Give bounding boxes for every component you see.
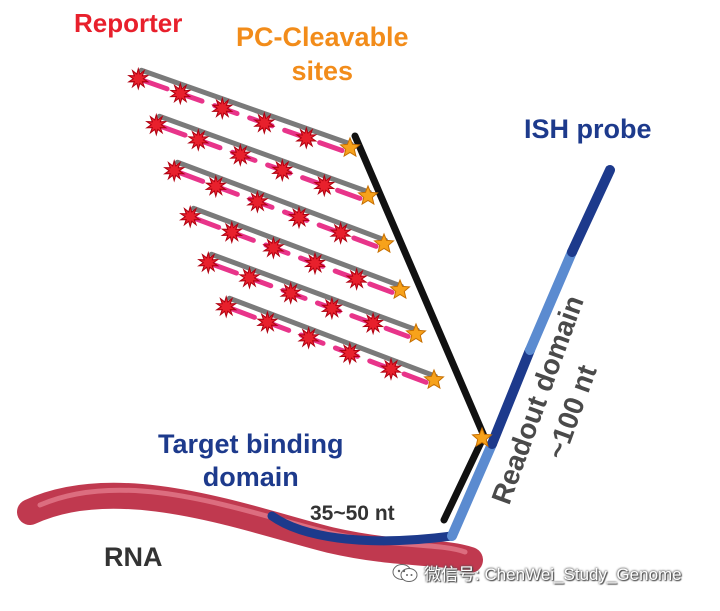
reporter-segment [160, 124, 188, 138]
reporter-star-icon [187, 128, 210, 152]
linker-strand [190, 205, 404, 289]
reporter-segment [351, 235, 379, 249]
reporter-label: Reporter [74, 8, 183, 38]
reporter-segment [317, 140, 345, 153]
length-35-50-label: 35~50 nt [310, 502, 395, 525]
reporter-star-icon [238, 266, 261, 290]
target-binding-label: Target binding domain [158, 428, 343, 494]
reporter-star-icon [271, 158, 294, 183]
reporter-star-icon [169, 81, 192, 106]
pc-cleavable-label: PC-Cleavable sites [236, 20, 409, 88]
reporter-star-icon [197, 250, 220, 275]
linker-strand [156, 113, 372, 195]
reporter-star-icon [215, 294, 238, 319]
reporter-star-icon [338, 341, 361, 366]
reporter-star-icon [127, 66, 150, 91]
rna-label: RNA [104, 542, 163, 572]
watermark: 微信号: ChenWei_Study_Genome [392, 560, 682, 585]
reporter-segment [229, 306, 257, 320]
reporter-arms [127, 66, 445, 390]
readout-domain [447, 165, 615, 541]
reporter-star-icon [303, 251, 327, 276]
reporter-arm [145, 112, 379, 206]
reporter-star-icon [287, 205, 311, 230]
pc-cleavable-line2: sites [291, 56, 354, 86]
reporter-segment [211, 262, 239, 276]
reporter-star-icon [179, 204, 202, 229]
reporter-star-icon [279, 281, 302, 305]
reporter-arm [179, 204, 411, 300]
reporter-star-icon [361, 311, 385, 336]
target-binding-line2: domain [202, 462, 299, 492]
reporter-arm [197, 250, 427, 344]
reporter-star-icon [253, 111, 276, 135]
target-binding-line1: Target binding [158, 429, 344, 459]
pc-cleavable-star-icon [339, 136, 361, 158]
linker-strand [138, 67, 354, 147]
reporter-star-icon [246, 190, 269, 214]
reporter-star-icon [145, 112, 168, 137]
watermark-text: 微信号: ChenWei_Study_Genome [424, 565, 682, 584]
pc-cleavable-line1: PC-Cleavable [236, 22, 409, 52]
wechat-icon [392, 563, 418, 582]
target-binding-domain [267, 511, 457, 546]
reporter-star-icon [256, 310, 279, 335]
reporter-star-icon [320, 296, 344, 321]
reporter-star-icon [229, 143, 252, 167]
reporter-star-icon [262, 236, 285, 260]
reporter-star-icon [345, 267, 368, 291]
reporter-segment [335, 187, 363, 201]
reporter-star-icon [379, 357, 403, 381]
pc-cleavable-star-icon [405, 322, 427, 344]
reporter-arm [163, 158, 395, 254]
pc-cleavable-star-icon [471, 426, 493, 448]
pc-cleavable-star-icon [373, 232, 395, 254]
reporter-star-icon [220, 220, 244, 245]
reporter-segment [401, 371, 429, 385]
reporter-segment [367, 281, 395, 295]
reporter-star-icon [163, 158, 186, 183]
reporter-arm [215, 294, 445, 390]
reporter-segment [177, 170, 206, 184]
pc-cleavable-star-icon [423, 368, 445, 390]
reporter-arm [127, 66, 361, 158]
reporter-star-icon [329, 221, 352, 245]
reporter-star-icon [297, 326, 320, 350]
reporter-star-icon [204, 174, 228, 199]
linker-strand [174, 159, 388, 243]
reporter-segment [383, 325, 411, 339]
linker-strand [226, 295, 438, 379]
linker-strand [208, 251, 420, 333]
reporter-segment [193, 216, 222, 230]
ish-probe-label: ISH probe [524, 114, 652, 144]
pc-cleavable-star-icon [389, 278, 411, 300]
rna-strand [17, 482, 483, 573]
pc-cleavable-star-icon [357, 184, 379, 206]
reporter-star-icon [313, 173, 336, 198]
reporter-star-icon [295, 126, 318, 150]
reporter-star-icon [211, 96, 234, 121]
